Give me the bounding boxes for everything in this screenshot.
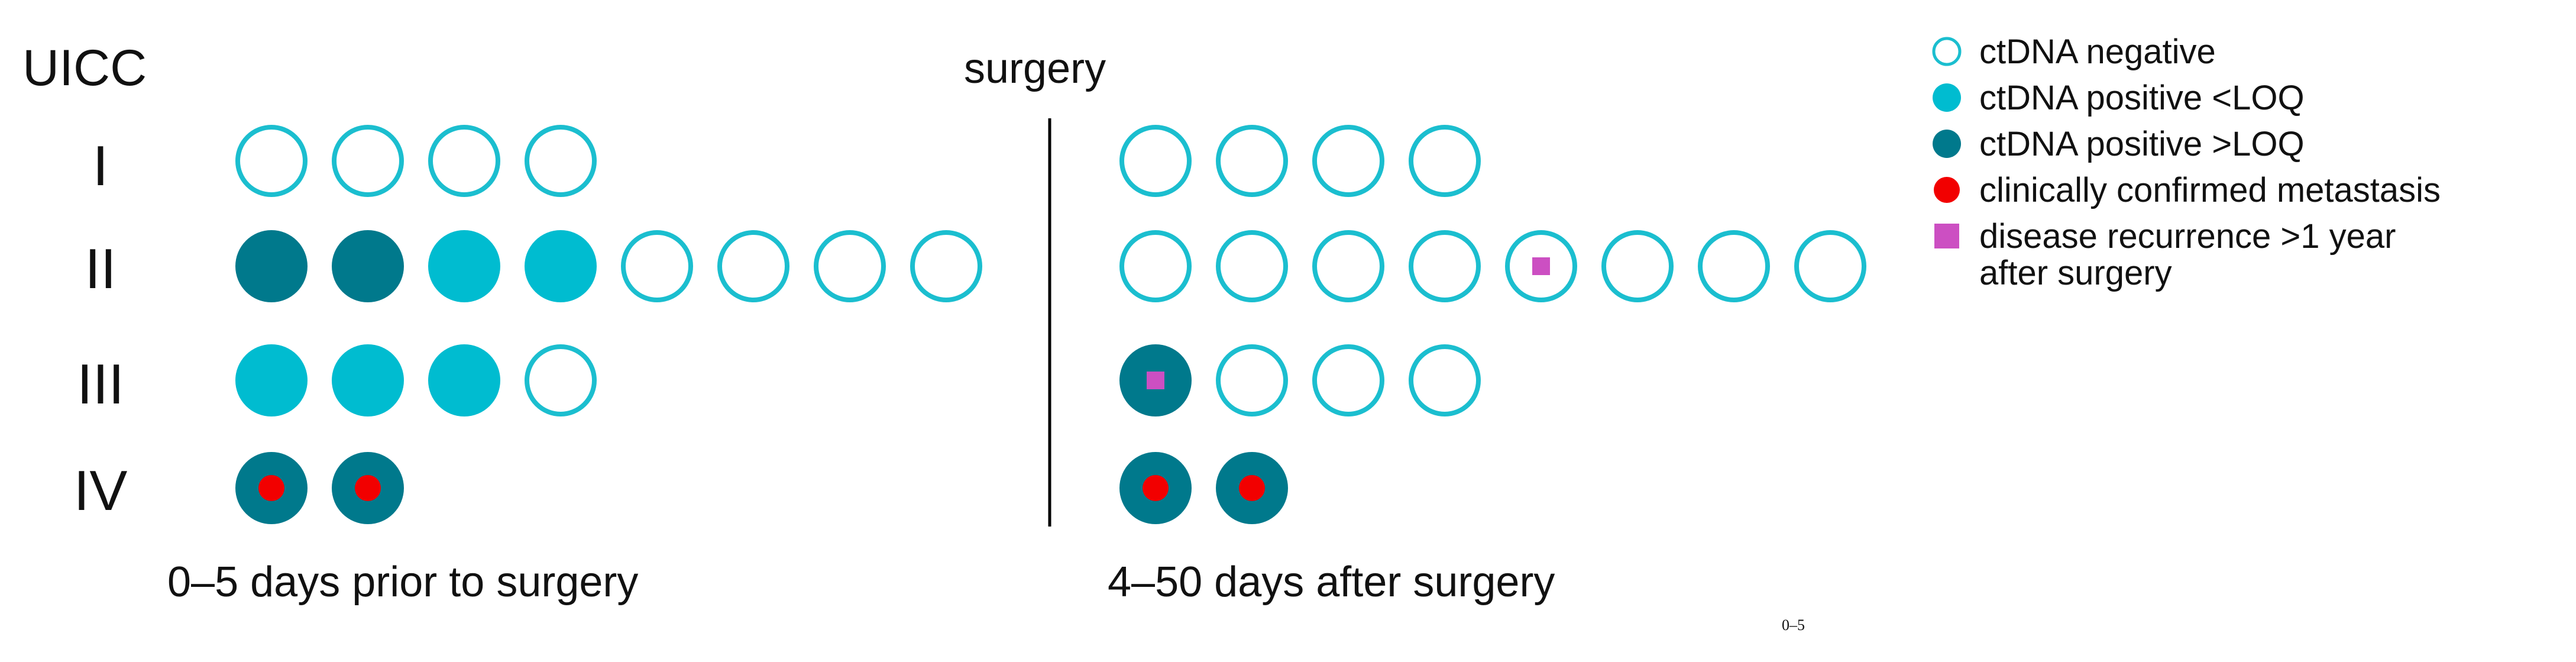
legend-label-positive-high: ctDNA positive >LOQ <box>1979 125 2305 163</box>
before-stage-iii-patient-4-dot <box>525 344 597 416</box>
legend-swatch-positive-high <box>1931 128 1963 160</box>
before-stage-ii-patient-3-dot <box>428 230 500 302</box>
axis-title: UICC <box>22 40 147 96</box>
legend-label-recurrence-line1: disease recurrence >1 year <box>1979 217 2396 256</box>
after-stage-i-patient-4-dot <box>1409 125 1481 197</box>
after-stage-ii-patient-2-dot <box>1216 230 1288 302</box>
legend-item-recurrence: disease recurrence >1 year after surgery <box>1931 218 2441 292</box>
before-stage-ii-patient-2-dot <box>332 230 404 302</box>
before-stage-i-patient-4-dot <box>525 125 597 197</box>
legend-swatch-negative <box>1931 35 1963 67</box>
after-stage-ii-patient-6-dot <box>1601 230 1674 302</box>
legend-label-positive-low: ctDNA positive <LOQ <box>1979 79 2305 117</box>
legend-swatch-recurrence <box>1931 220 1963 252</box>
legend-label-negative: ctDNA negative <box>1979 33 2216 71</box>
after-stage-ii-patient-4-dot <box>1409 230 1481 302</box>
before-stage-ii-patient-6-dot <box>717 230 789 302</box>
after-stage-iv-patient-1-metastasis-marker <box>1143 475 1169 501</box>
before-stage-iii-patient-2-dot <box>332 344 404 416</box>
before-stage-iii-patient-1-dot <box>235 344 308 416</box>
legend: ctDNA negative ctDNA positive <LOQ ctDNA… <box>1931 33 2441 303</box>
period-before-label: 0–5 days prior to surgery <box>167 558 639 606</box>
stage-label-iii: III <box>76 353 124 416</box>
legend-swatch-positive-low <box>1931 82 1963 114</box>
before-stage-i-patient-1-dot <box>235 125 308 197</box>
after-stage-ii-patient-3-dot <box>1312 230 1384 302</box>
after-stage-iii-patient-2-dot <box>1216 344 1288 416</box>
after-stage-i-patient-2-dot <box>1216 125 1288 197</box>
after-stage-ii-patient-5-recurrence-marker <box>1532 257 1550 275</box>
after-stage-i-patient-1-dot <box>1119 125 1192 197</box>
before-stage-ii-patient-1-dot <box>235 230 308 302</box>
surgery-label: surgery <box>964 45 1106 92</box>
legend-label-recurrence-line2: after surgery <box>1979 254 2172 292</box>
after-stage-ii-patient-8-dot <box>1794 230 1866 302</box>
before-stage-iv-patient-2-metastasis-marker <box>355 475 381 501</box>
legend-item-negative: ctDNA negative <box>1931 33 2441 71</box>
after-stage-iii-patient-1-recurrence-marker <box>1147 372 1164 389</box>
legend-swatch-metastasis <box>1931 174 1963 206</box>
before-stage-ii-patient-8-dot <box>910 230 982 302</box>
period-after-label: 4–50 days after surgery <box>1108 558 1555 606</box>
legend-item-positive-low: ctDNA positive <LOQ <box>1931 79 2441 117</box>
before-stage-i-patient-3-dot <box>428 125 500 197</box>
legend-item-metastasis: clinically confirmed metastasis <box>1931 171 2441 209</box>
before-stage-ii-patient-4-dot <box>525 230 597 302</box>
footnote: 0–5 <box>1782 616 1805 634</box>
legend-item-positive-high: ctDNA positive >LOQ <box>1931 125 2441 163</box>
before-stage-i-patient-2-dot <box>332 125 404 197</box>
before-stage-iv-patient-1-metastasis-marker <box>258 475 284 501</box>
after-stage-iv-patient-2-metastasis-marker <box>1239 475 1265 501</box>
before-stage-iii-patient-3-dot <box>428 344 500 416</box>
stage-label-iv: IV <box>73 459 128 522</box>
stage-label-ii: II <box>85 237 116 301</box>
after-stage-iii-patient-3-dot <box>1312 344 1384 416</box>
stage-label-i: I <box>92 134 109 198</box>
after-stage-ii-patient-1-dot <box>1119 230 1192 302</box>
legend-label-metastasis: clinically confirmed metastasis <box>1979 171 2441 209</box>
before-stage-ii-patient-7-dot <box>814 230 886 302</box>
legend-label-recurrence: disease recurrence >1 year after surgery <box>1979 218 2396 292</box>
after-stage-i-patient-3-dot <box>1312 125 1384 197</box>
after-stage-iii-patient-4-dot <box>1409 344 1481 416</box>
after-stage-ii-patient-7-dot <box>1698 230 1770 302</box>
before-stage-ii-patient-5-dot <box>621 230 693 302</box>
